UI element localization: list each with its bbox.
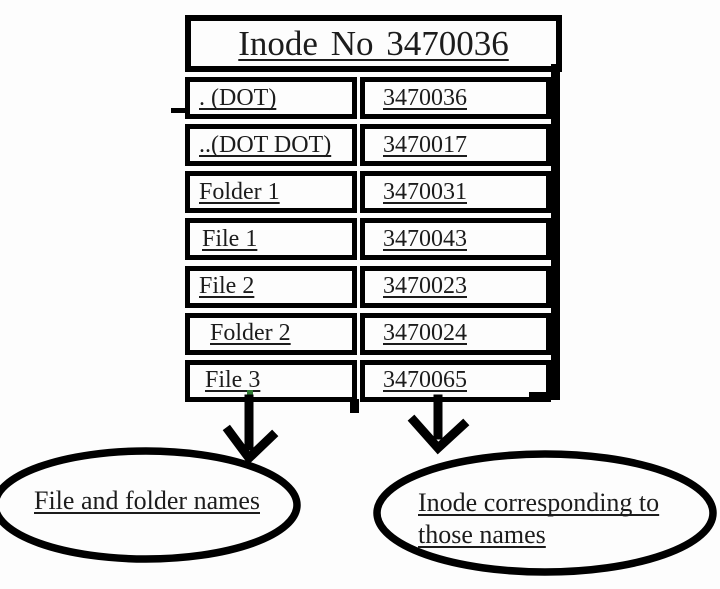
stray-pen-mark [171,108,187,113]
entry-name: Folder 1 [199,178,280,205]
name-cell: File 3 [185,359,357,402]
table-header: Inode No 3470036 [185,15,562,72]
inode-cell: 3470043 [360,218,551,261]
table-row: File 2 3470023 [185,265,551,308]
entry-name: File 3 [205,367,261,394]
name-cell: ..(DOT DOT) [185,124,357,167]
name-cell: File 1 [185,218,357,261]
entry-name: . (DOT) [199,84,277,111]
left-down-arrow-icon [222,394,279,465]
inode-cell: 3470017 [360,124,551,167]
table-title: Inode No 3470036 [238,23,509,63]
entry-inode: 3470043 [383,225,467,252]
name-cell: . (DOT) [185,77,357,119]
table-row: ..(DOT DOT) 3470017 [185,124,551,167]
table-row: File 1 3470043 [185,218,551,261]
names-callout-text: File and folder names [34,486,260,515]
table-body: . (DOT) 3470036 ..(DOT DOT) 3470017 Fold… [185,77,551,402]
name-cell: Folder 1 [185,171,357,214]
names-callout-ellipse [0,447,301,563]
inode-cell: 3470036 [360,77,551,119]
name-cell: Folder 2 [185,312,357,355]
inodes-callout-label: Inode corresponding to those names [418,487,708,551]
table-right-border [551,64,560,400]
inodes-callout-line2: those names [418,520,546,549]
entry-inode: 3470024 [383,320,467,347]
table-row: Folder 1 3470031 [185,171,551,214]
entry-inode: 3470036 [383,84,467,111]
names-callout-label: File and folder names [10,485,284,516]
entry-name: File 2 [199,273,255,300]
table-row: Folder 2 3470024 [185,312,551,355]
inodes-callout-ellipse [373,450,717,576]
right-down-arrow-icon [407,394,470,455]
entry-inode: 3470031 [383,178,467,205]
entry-name: ..(DOT DOT) [199,131,332,158]
entry-name: File 1 [202,225,258,252]
inodes-callout-line1: Inode corresponding to [418,488,660,517]
inode-cell: 3470031 [360,171,551,214]
entry-inode: 3470023 [383,273,467,300]
entry-name: Folder 2 [210,320,291,347]
entry-inode: 3470017 [383,131,467,158]
column-divider-nub [350,399,359,413]
table-corner-stub [529,392,560,400]
inode-cell: 3470065 [360,359,551,402]
table-row: File 3 3470065 [185,359,551,402]
inode-cell: 3470023 [360,265,551,308]
table-row: . (DOT) 3470036 [185,77,551,119]
inode-cell: 3470024 [360,312,551,355]
name-cell: File 2 [185,265,357,308]
entry-inode: 3470065 [383,367,467,394]
